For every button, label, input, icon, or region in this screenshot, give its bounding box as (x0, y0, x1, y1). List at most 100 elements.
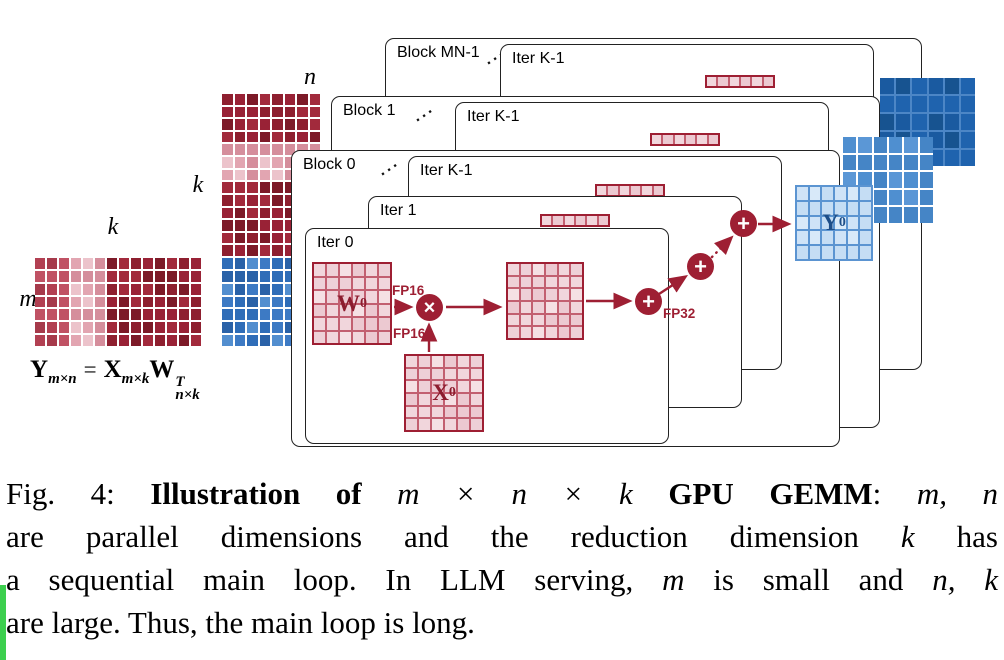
matrix-cell (314, 291, 325, 303)
w0-sub: 0 (360, 295, 367, 311)
matrix-cell (847, 216, 859, 230)
matrix-cell (858, 137, 872, 153)
matrix-cell (247, 335, 258, 346)
matrix-cell (797, 216, 808, 230)
matrix-cell (131, 309, 141, 321)
matrix-cell (297, 119, 308, 130)
matrix-cell (222, 245, 233, 256)
matrix-cell (95, 283, 105, 295)
matrix-cell (944, 150, 959, 166)
matrix-cell (234, 335, 245, 346)
matrix-cell (419, 406, 430, 418)
figure-caption: Fig. 4: Illustration of m × n × k GPU GE… (6, 472, 998, 644)
matrix-cell (873, 137, 887, 153)
matrix-cell (222, 169, 233, 181)
dim-label-k-tall: k (192, 172, 204, 198)
matrix-cell (272, 157, 283, 168)
matrix-cell (47, 309, 57, 321)
matrix-cell (191, 283, 201, 295)
matrix-cell (888, 189, 903, 206)
matrix-cell (259, 131, 270, 143)
matrix-cell (843, 137, 857, 153)
matrix-cell (432, 368, 443, 380)
matrix-cell (944, 96, 959, 112)
matrix-cell (809, 216, 821, 230)
matrix-cell (379, 318, 390, 330)
matrix-cell (234, 270, 245, 282)
matrix-cell (131, 258, 141, 269)
matrix-cell (366, 291, 377, 303)
matrix-cell (571, 289, 582, 300)
matrix-cell (191, 296, 201, 308)
matrix-cell (167, 322, 177, 334)
matrix-cell (247, 322, 258, 334)
matrix-cell (960, 132, 975, 148)
matrix-cell (259, 144, 270, 156)
matrix-cell (222, 296, 233, 308)
caption-segment: a sequential main loop. In LLM serving, (6, 562, 663, 597)
matrix-cell (272, 119, 283, 130)
formula-w-sub: n×k (175, 387, 200, 403)
matrix-cell (366, 264, 377, 276)
matrix-cell (247, 169, 258, 181)
formula-w: W (149, 356, 175, 383)
matrix-cell (860, 216, 871, 230)
matrix-cell (508, 264, 519, 275)
formula-x: X (103, 356, 122, 383)
matrix-cell (873, 154, 887, 171)
caption-line-3: a sequential main loop. In LLM serving, … (6, 558, 998, 601)
matrix-cell (107, 270, 117, 282)
matrix-cell (167, 309, 177, 321)
matrix-cell (155, 258, 165, 269)
matrix-cell (297, 106, 308, 118)
matrix-cell (35, 322, 45, 334)
matrix-cell (95, 309, 105, 321)
matrix-cell (729, 77, 739, 86)
matrix-cell (847, 187, 859, 200)
matrix-cell (272, 309, 283, 321)
caption-segment: is small and (684, 562, 933, 597)
matrix-cell (119, 258, 129, 269)
matrix-cell (458, 356, 469, 367)
matrix-cell (259, 296, 270, 308)
matrix-cell (47, 335, 57, 346)
matrix-cell (571, 302, 582, 313)
matrix-cell (284, 182, 295, 193)
matrix-cell (928, 78, 943, 94)
matrix-cell (284, 94, 295, 105)
matrix-cell (272, 270, 283, 282)
matrix-cell (542, 216, 552, 225)
x0-base: X (432, 380, 449, 405)
caption-segment: Fig. 4: (6, 476, 151, 511)
matrix-cell (272, 232, 283, 244)
matrix-cell (847, 201, 859, 215)
matrix-cell (520, 302, 532, 313)
matrix-cell (71, 296, 81, 308)
fp32-label: FP32 (663, 306, 696, 321)
matrix-cell (327, 264, 338, 276)
matrix-cell (520, 314, 532, 326)
matrix-cell (272, 258, 283, 269)
matrix-cell (353, 318, 364, 330)
matrix-cell (575, 216, 586, 225)
caption-segment: : (872, 476, 917, 511)
matrix-cell (471, 394, 482, 405)
matrix-cell (247, 296, 258, 308)
matrix-cell (167, 258, 177, 269)
matrix-cell (119, 322, 129, 334)
matrix-cell (191, 258, 201, 269)
matrix-cell (847, 231, 859, 245)
matrix-cell (843, 154, 857, 171)
matrix-cell (131, 270, 141, 282)
matrix-cell (919, 207, 933, 223)
matrix-cell (35, 283, 45, 295)
matrix-cell (284, 119, 295, 130)
dim-label-n: n (304, 64, 316, 90)
matrix-cell (685, 135, 696, 144)
matrix-cell (960, 114, 975, 130)
matrix-cell (809, 187, 821, 200)
matrix-cell (822, 246, 833, 259)
matrix-cell (419, 419, 430, 430)
matrix-cell (247, 144, 258, 156)
matrix-cell (83, 309, 93, 321)
